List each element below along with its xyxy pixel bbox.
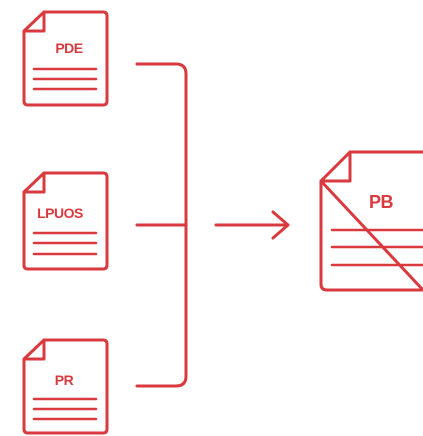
input-document-pde: PDE	[22, 10, 109, 107]
folded-corner	[22, 338, 46, 361]
document-icon	[319, 150, 423, 292]
document-icon	[22, 10, 109, 107]
folded-corner	[22, 171, 46, 194]
output-document-pb: PB	[319, 150, 423, 292]
document-label: PB	[369, 192, 394, 212]
input-document-pr: PR	[22, 338, 109, 435]
document-label: PDE	[55, 40, 82, 56]
folded-corner	[22, 10, 46, 33]
document-icon	[22, 338, 109, 435]
document-label: LPUOS	[37, 205, 83, 221]
input-document-lpuos: LPUOS	[22, 171, 109, 271]
document-label: PR	[55, 372, 74, 388]
document-icon	[22, 171, 109, 271]
folded-corner	[319, 150, 352, 183]
arrow-right-icon	[214, 210, 290, 240]
